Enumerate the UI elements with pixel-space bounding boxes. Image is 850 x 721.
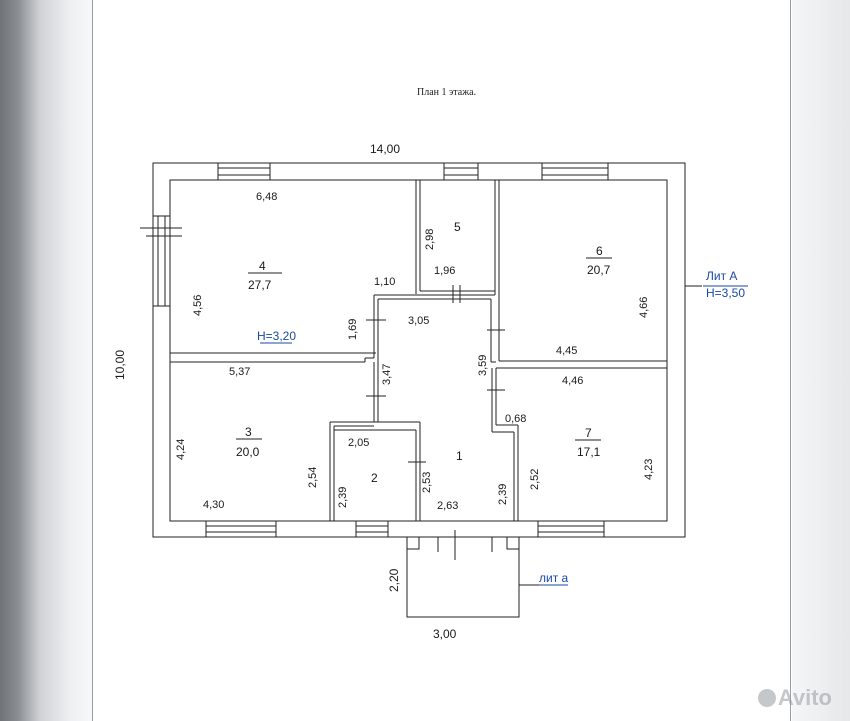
dim-239: 2,39 — [497, 484, 509, 505]
watermark-logo: Avito — [757, 685, 832, 711]
paper-sheet — [92, 0, 792, 721]
dim-r7-width: 4,46 — [562, 375, 583, 387]
lit-main-height: Н=3,50 — [706, 286, 745, 300]
room-6-area: 20,7 — [587, 263, 611, 277]
room-4-number: 4 — [259, 259, 266, 273]
dim-359: 3,59 — [477, 355, 489, 376]
room-7-number: 7 — [585, 426, 592, 440]
dim-068: 0,68 — [505, 413, 526, 425]
dim-253: 2,53 — [421, 472, 433, 493]
sheet-edge-left — [92, 0, 93, 721]
porch-depth: 2,20 — [387, 568, 401, 592]
dim-r3-bottom: 4,30 — [203, 499, 224, 511]
room-2-number: 2 — [371, 471, 378, 485]
dim-r5-width: 1,96 — [434, 265, 455, 277]
dim-r6-width: 4,45 — [556, 345, 577, 357]
room-1-number: 1 — [456, 449, 463, 463]
room-6-number: 6 — [596, 244, 603, 258]
dim-r2-height: 2,39 — [337, 487, 349, 508]
room-5-number: 5 — [454, 220, 461, 234]
outer-wall-outer — [152, 162, 686, 538]
overall-width: 14,00 — [370, 142, 400, 156]
porch-outline — [406, 536, 520, 618]
dim-r5-height: 2,98 — [424, 229, 436, 250]
dim-r3-height: 4,24 — [175, 439, 187, 460]
dim-r3-width: 5,37 — [229, 366, 250, 378]
room-height-note: Н=3,20 — [257, 329, 296, 343]
room-3-area: 20,0 — [236, 445, 260, 459]
plan-title: План 1 этажа. — [417, 87, 476, 98]
dim-254: 2,54 — [307, 467, 319, 488]
room-3-number: 3 — [245, 425, 252, 439]
dim-110: 1,10 — [374, 276, 395, 288]
overall-height: 10,00 — [113, 350, 127, 380]
sheet-edge-right — [790, 0, 791, 721]
room-4-area: 27,7 — [248, 278, 272, 292]
dim-r6-height: 4,66 — [638, 297, 650, 318]
dim-r4-width: 6,48 — [256, 191, 277, 203]
dim-169: 1,69 — [347, 319, 359, 340]
outer-wall-inner — [169, 179, 668, 522]
room-7-area: 17,1 — [577, 445, 601, 459]
dim-252: 2,52 — [529, 469, 541, 490]
lit-main-label: Лит А — [706, 269, 737, 283]
porch-width: 3,00 — [433, 627, 457, 641]
dim-263: 2,63 — [437, 500, 458, 512]
dim-r2-width: 2,05 — [348, 437, 369, 449]
dim-r4-height: 4,56 — [192, 295, 204, 316]
dim-347: 3,47 — [381, 364, 393, 385]
dim-r1-top: 3,05 — [408, 315, 429, 327]
lit-porch-label: лит а — [539, 571, 569, 585]
dim-r7-height: 4,23 — [643, 459, 655, 480]
